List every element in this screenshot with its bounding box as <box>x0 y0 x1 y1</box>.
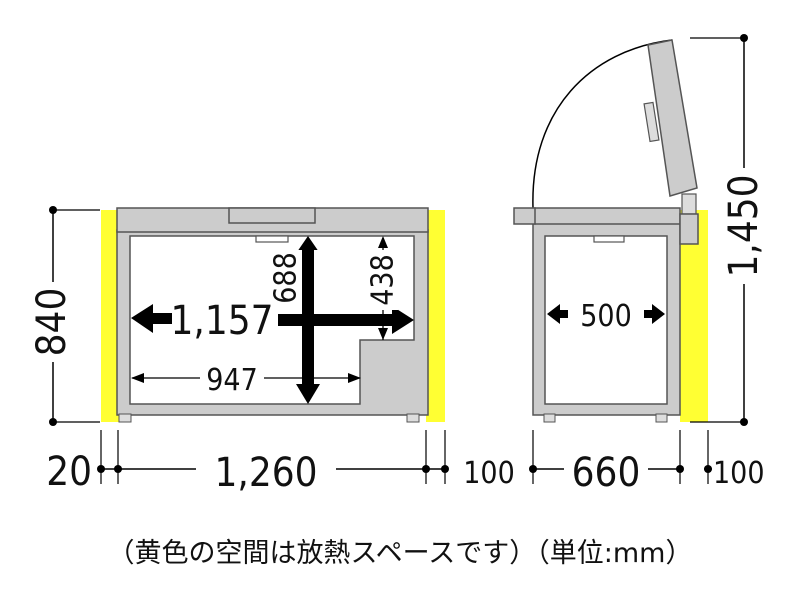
inner-depth-top-arrowhead <box>297 236 319 252</box>
step-depth-top-arrowhead <box>378 236 388 248</box>
dim-dot-4 <box>441 465 449 473</box>
front-left-clearance-zone <box>101 210 119 422</box>
side-rear-block <box>679 213 699 245</box>
front-height-label: 840 <box>29 288 75 357</box>
side-height-bottom-dot <box>740 418 748 426</box>
front-lid-handle <box>228 207 316 224</box>
left-clearance-label: 20 <box>46 449 92 495</box>
dim-dot-5 <box>529 465 537 473</box>
side-hinge <box>681 193 697 215</box>
bottom-dimensions: 20 1,260 100 660 100 <box>46 430 765 496</box>
inner-width-label: 1,157 <box>171 298 274 344</box>
front-height-top-dot <box>49 206 57 214</box>
inner-width-left-arrow <box>131 304 172 333</box>
side-view: 500 1,450 <box>513 34 767 426</box>
front-width-label: 1,260 <box>215 450 318 496</box>
lid-swing-arc <box>532 39 673 209</box>
dim-dot-2 <box>114 465 122 473</box>
dim-dot-3 <box>422 465 430 473</box>
side-interior-cavity <box>544 235 668 405</box>
side-height-label: 1,450 <box>721 175 767 278</box>
side-right-clearance-zone <box>680 210 708 422</box>
front-right-clearance-zone <box>426 210 445 422</box>
side-width-right-arrow <box>644 304 665 324</box>
side-inner-handle-slot <box>593 235 625 243</box>
side-lid-handle <box>643 101 660 143</box>
inner-depth-bottom-arrowhead <box>296 384 320 404</box>
front-inner-handle-slot <box>255 235 289 243</box>
side-open-lid <box>647 39 698 197</box>
lower-width-label: 947 <box>206 363 258 398</box>
side-width-left-arrow <box>547 304 568 324</box>
inner-width-right-arrow <box>278 306 414 334</box>
inner-depth-label: 688 <box>269 252 304 304</box>
front-foot-right <box>406 413 420 423</box>
side-width-bottom-label: 660 <box>572 450 641 496</box>
side-cabinet-top-rim <box>532 207 681 225</box>
side-foot-left <box>543 413 556 423</box>
side-height-top-dot <box>740 34 748 42</box>
caption: （黄色の空間は放熱スペースです）（単位:mm） <box>108 538 693 569</box>
step-depth-label: 438 <box>366 254 401 306</box>
dim-dot-6 <box>676 465 684 473</box>
front-height-bottom-dot <box>49 418 57 426</box>
side-width-label: 500 <box>580 299 632 334</box>
lower-width-right-arrowhead <box>348 373 361 383</box>
dim-dot-7 <box>704 465 712 473</box>
gap-clearance-label: 100 <box>463 456 515 491</box>
front-view: 840 1,157 688 438 947 <box>29 206 445 426</box>
lower-width-left-arrowhead <box>131 373 144 383</box>
front-foot-left <box>118 413 132 423</box>
side-foot-right <box>655 413 668 423</box>
right-clearance-label: 100 <box>713 456 765 491</box>
step-depth-bottom-arrowhead <box>378 328 388 340</box>
side-front-bumper <box>513 207 536 225</box>
dim-dot-1 <box>97 465 105 473</box>
